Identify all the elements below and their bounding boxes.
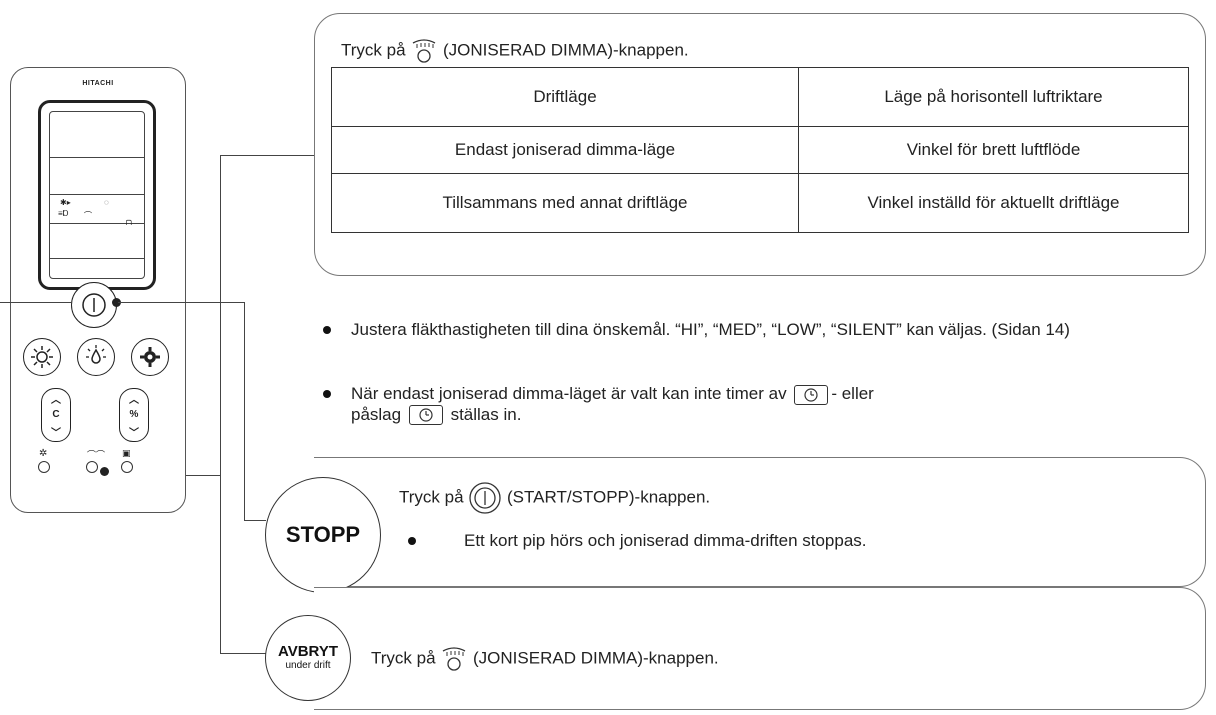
louver-icon: ≡Ɒ	[58, 209, 69, 218]
chevron-up-icon: ︿	[51, 394, 61, 406]
bullet-icon	[323, 390, 331, 398]
table-header-cell: Driftläge	[331, 67, 799, 127]
percent-icon: %	[129, 409, 139, 421]
connector-line	[0, 302, 72, 303]
air-direction-button[interactable]	[121, 461, 133, 473]
fan-speed-note: Justera fläkthastigheten till dina önske…	[323, 320, 1203, 340]
ionized-mist-button[interactable]	[86, 461, 98, 473]
cancel-instruction: Tryck på (JONISERAD DIMMA)-knappen.	[371, 646, 719, 672]
celsius-icon: C	[52, 409, 60, 421]
humidity-up-down-button[interactable]: ︿ % ﹀	[119, 388, 149, 442]
fan-small-icon: ✲	[39, 448, 48, 459]
connector-line	[220, 653, 266, 654]
on-timer-button-icon	[408, 405, 443, 426]
table-row: Endast joniserad dimma-läge Vinkel för b…	[331, 126, 1189, 174]
chevron-down-icon: ﹀	[51, 428, 61, 440]
table-header-cell: Läge på horisontell luftriktare	[798, 67, 1189, 127]
chevron-down-icon: ﹀	[129, 428, 139, 440]
stop-beep-note: Ett kort pip hörs och joniserad dimma-dr…	[408, 531, 1188, 551]
cancel-panel	[314, 587, 1206, 710]
connector-dot	[112, 298, 121, 307]
start-stop-button[interactable]	[71, 282, 117, 328]
fan-speed-button[interactable]	[38, 461, 50, 473]
connector-line	[220, 155, 221, 475]
connector-line	[220, 475, 221, 654]
temperature-up-down-button[interactable]: ︿ C ﹀	[41, 388, 71, 442]
mist-small-icon: ⌒⌒	[87, 450, 106, 460]
table-row: Tillsammans med annat driftläge Vinkel i…	[331, 173, 1189, 233]
remote-display: ✱▸ ◌ ≡Ɒ ⌒ ╭╮	[38, 100, 156, 290]
connector-line	[220, 155, 314, 156]
swing-icon: ◌	[104, 198, 109, 207]
operation-mode-table: Driftläge Läge på horisontell luftriktar…	[331, 67, 1189, 233]
sun-icon	[31, 346, 53, 368]
bullet-icon	[323, 326, 331, 334]
heat-mode-button[interactable]	[23, 338, 61, 376]
power-icon	[82, 293, 106, 317]
stop-instruction: Tryck på (START/STOPP)-knappen.	[399, 481, 710, 515]
off-timer-button-icon	[794, 384, 829, 405]
table-header-row: Driftläge Läge på horisontell luftriktar…	[331, 67, 1189, 127]
table-cell: Vinkel inställd för aktuellt driftläge	[798, 173, 1189, 233]
direction-indicator-icon: ╭╮	[124, 216, 134, 225]
table-cell: Tillsammans med annat driftläge	[331, 173, 799, 233]
mist-indicator-icon: ⌒	[84, 211, 92, 220]
table-cell: Vinkel för brett luftflöde	[798, 126, 1189, 174]
ionized-mist-button-icon	[412, 39, 436, 63]
stop-badge: STOPP	[265, 477, 381, 593]
start-stop-button-icon	[469, 482, 501, 514]
fan-icon: ✱▸	[60, 198, 71, 207]
dehumidify-mode-button[interactable]	[77, 338, 115, 376]
stop-panel	[314, 457, 1206, 587]
chevron-up-icon: ︿	[129, 394, 139, 406]
connector-line	[186, 475, 221, 476]
mist-instruction: Tryck på (JONISERAD DIMMA)-knappen.	[341, 38, 689, 64]
connector-dot	[100, 467, 109, 476]
gear-icon	[140, 347, 160, 367]
connector-line	[244, 302, 245, 521]
remote-control: HITACHI ✱▸ ◌ ≡Ɒ ⌒ ╭╮ ︿ C ﹀ ︿ % ﹀	[10, 67, 186, 513]
table-cell: Endast joniserad dimma-läge	[331, 126, 799, 174]
connector-line	[118, 302, 244, 303]
louver-small-icon: ▣	[122, 448, 131, 458]
drop-icon	[86, 345, 106, 364]
bullet-icon	[408, 537, 416, 545]
ionized-mist-button-icon	[442, 647, 466, 671]
connector-line	[244, 520, 266, 521]
cancel-badge: AVBRYT under drift	[265, 615, 351, 701]
timer-note: När endast joniserad dimma-läget är valt…	[323, 384, 1203, 426]
remote-brand-logo: HITACHI	[82, 80, 114, 87]
cool-mode-button[interactable]	[131, 338, 169, 376]
